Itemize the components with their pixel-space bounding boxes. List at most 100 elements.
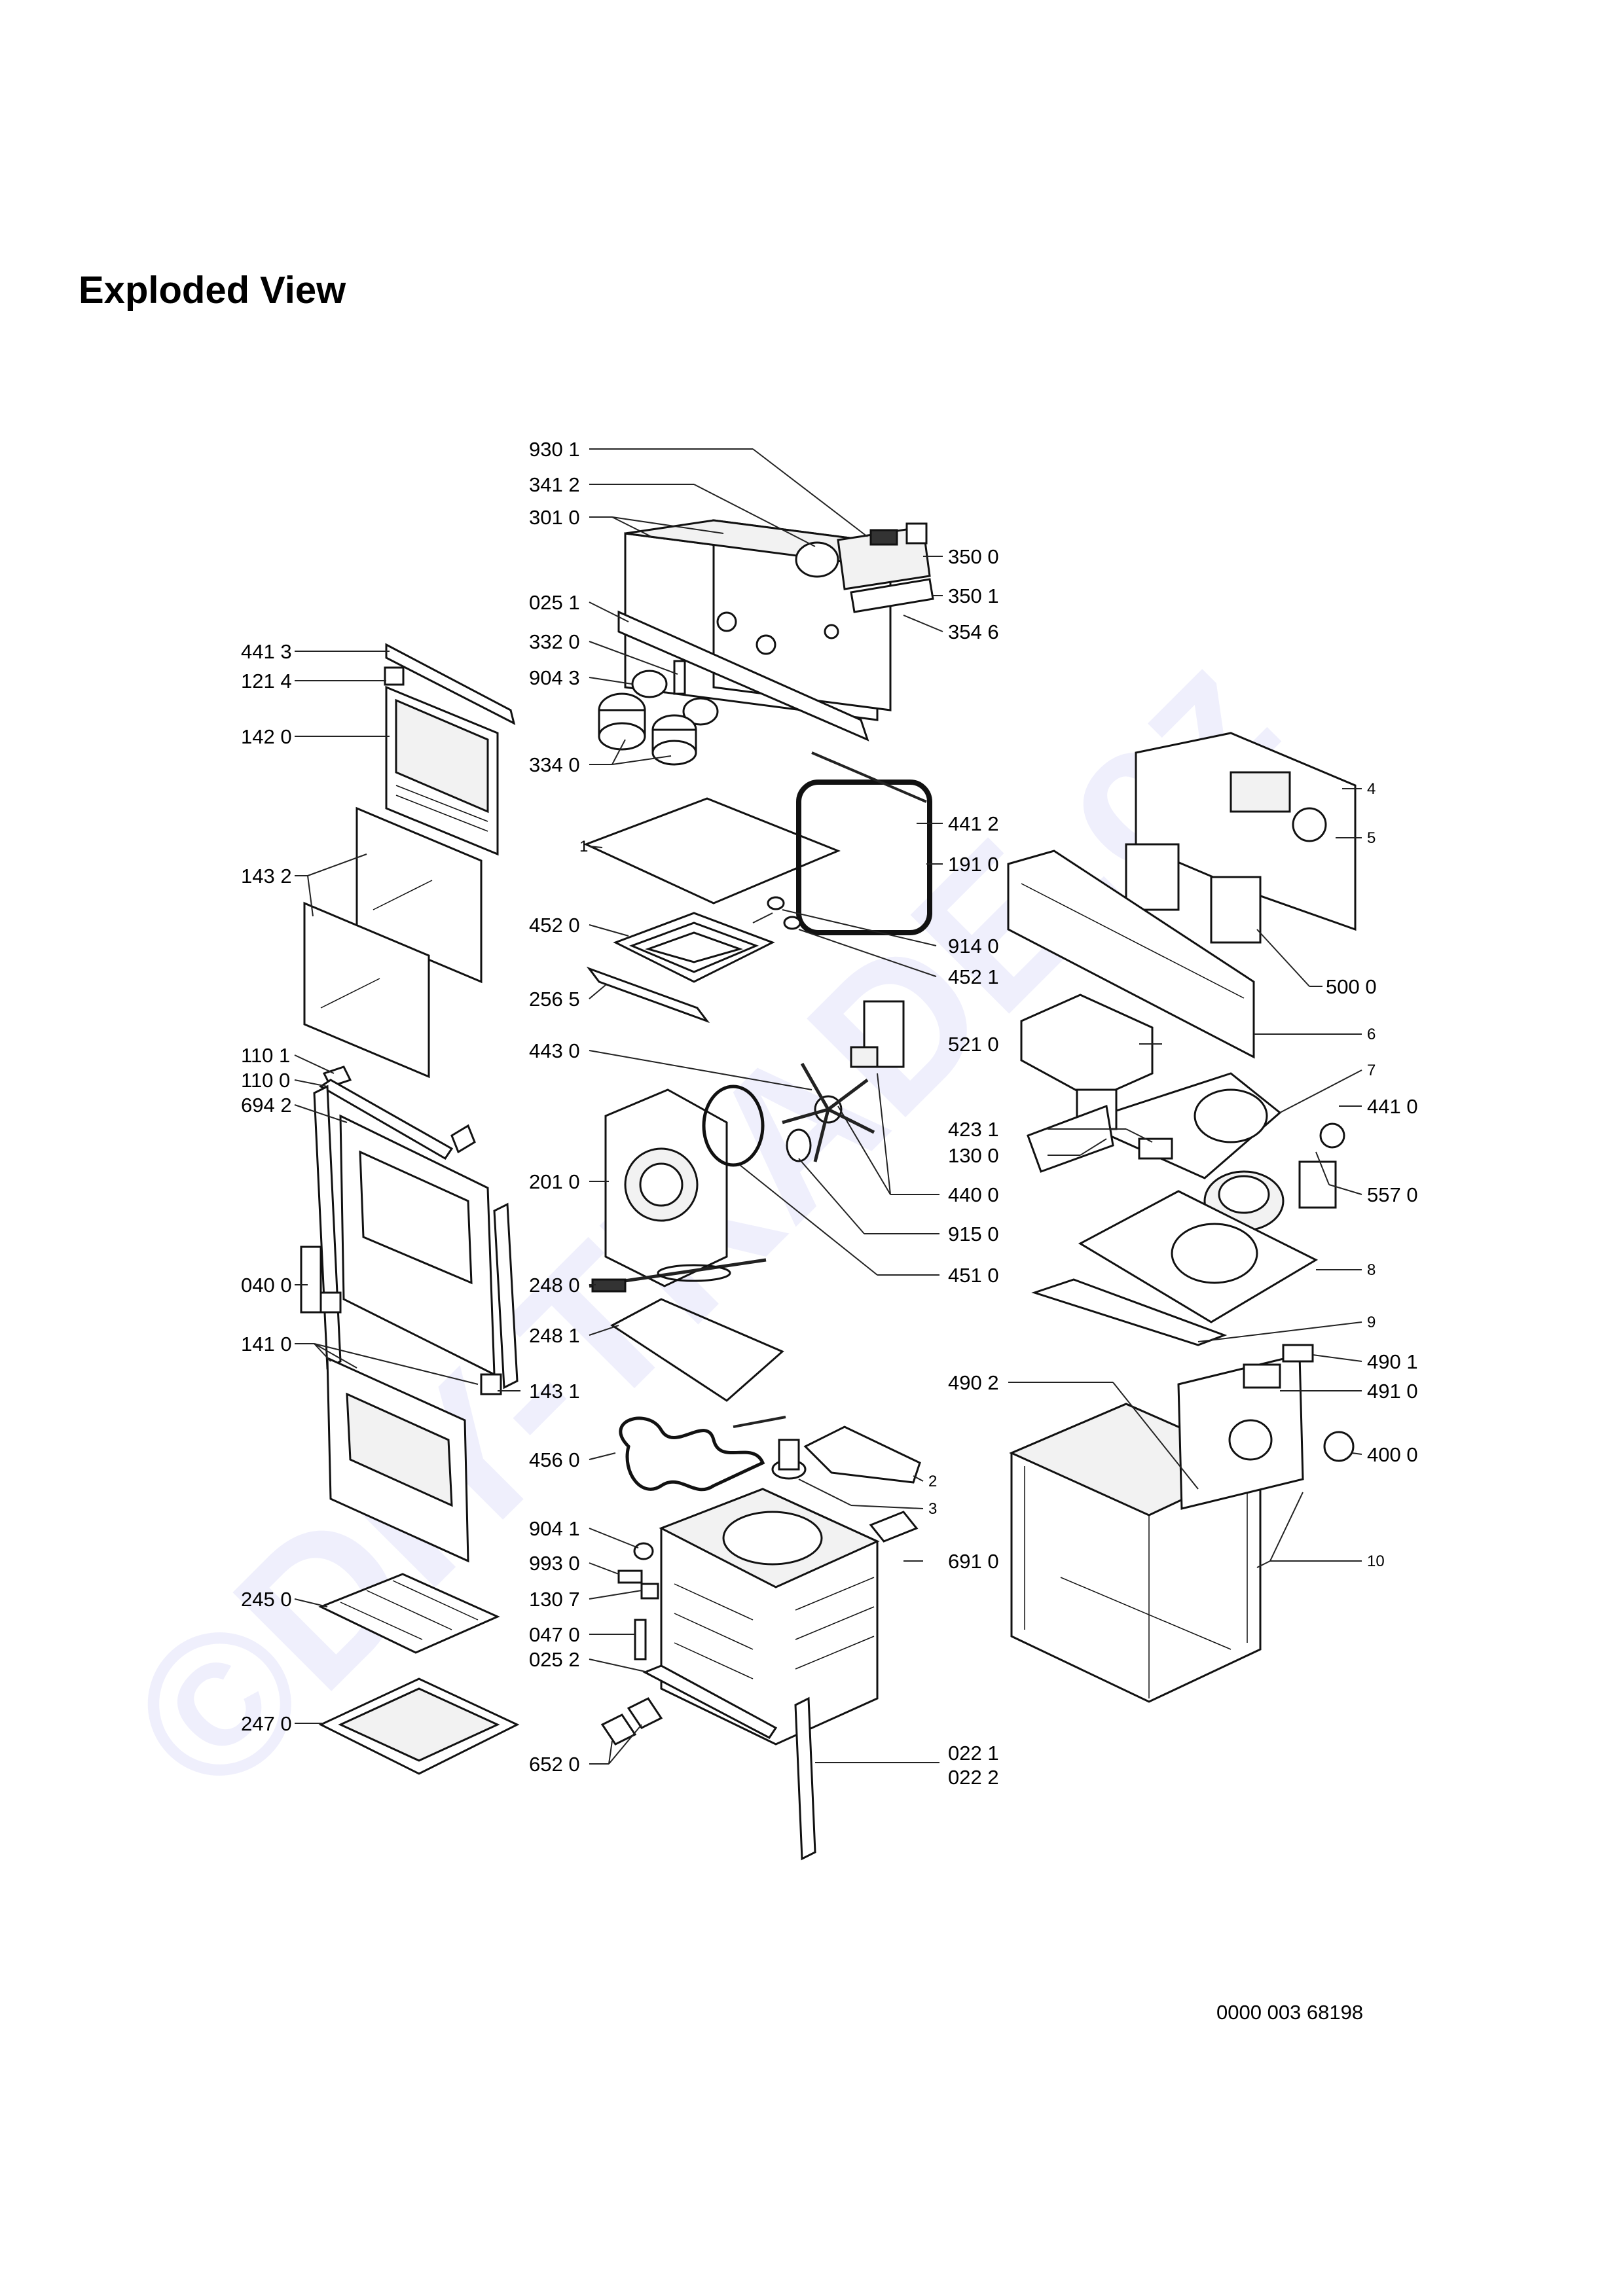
callout-label: 143 1 (529, 1380, 580, 1403)
oven-lamp (617, 1570, 643, 1584)
panel-frame (617, 610, 869, 742)
door-clip (450, 1124, 476, 1154)
fan-blade (782, 1062, 875, 1162)
callout-label: 451 0 (948, 1264, 999, 1287)
callout-label: 047 0 (529, 1623, 580, 1646)
callout-label: 141 0 (241, 1333, 292, 1355)
door-glass (303, 901, 430, 1079)
ring-element (702, 1085, 765, 1167)
callout-label: 423 1 (948, 1118, 999, 1141)
callout-labels: 930 1 341 2 301 0 350 0 350 1 354 6 025 … (241, 438, 1418, 1789)
outer-door (326, 1356, 469, 1563)
callout-label: 4 (1367, 780, 1376, 798)
door-frame (339, 1114, 496, 1376)
callout-label: 247 0 (241, 1712, 292, 1735)
knob-disc (795, 541, 839, 578)
callout-label: 7 (1367, 1062, 1376, 1079)
callout-label: 248 1 (529, 1324, 580, 1347)
callout-label: 334 0 (529, 753, 580, 776)
callout-label: 256 5 (529, 988, 580, 1011)
callout-label: 341 2 (529, 473, 580, 496)
callout-label: 452 0 (529, 914, 580, 937)
hinge-rail (794, 1696, 816, 1861)
callout-label: 6 (1367, 1026, 1376, 1043)
grill-element (613, 912, 775, 983)
inner-door (385, 685, 499, 856)
thermostat (1319, 1122, 1345, 1149)
wire-shelf-guide (610, 1298, 784, 1402)
terminal-block (1243, 1363, 1281, 1389)
callout-label: 490 2 (948, 1371, 999, 1394)
cavity-foot (600, 1697, 663, 1746)
callout-label: 930 1 (529, 438, 580, 461)
callout-label: 9 (1367, 1314, 1376, 1331)
callout-label: 557 0 (1367, 1183, 1418, 1206)
callout-label: 143 2 (241, 865, 292, 888)
cavity-holder (634, 1619, 647, 1660)
callout-label: 915 0 (948, 1223, 999, 1246)
callout-label: 248 0 (529, 1274, 580, 1297)
thermostat-sensor (640, 1583, 659, 1600)
callout-label: 130 0 (948, 1144, 999, 1167)
callout-label: 440 0 (948, 1183, 999, 1206)
document-code: 0000 003 68198 (1216, 2001, 1364, 2024)
meat-probe (589, 1258, 767, 1293)
relay (1138, 1138, 1173, 1160)
grill-nut (767, 896, 785, 910)
timer-unit (1027, 1088, 1118, 1173)
callout-label: 2 (928, 1473, 937, 1490)
callout-label: 904 1 (529, 1517, 580, 1540)
lamp-glass (633, 1542, 654, 1560)
page-title: Exploded View (79, 269, 346, 312)
fan-nut (786, 1128, 812, 1162)
oven-cavity (659, 1488, 880, 1746)
callout-label: 191 0 (948, 853, 999, 876)
mid-plate (1078, 1190, 1319, 1323)
callout-label: 490 1 (1367, 1350, 1418, 1373)
lamp-holder (771, 1439, 807, 1480)
callout-label: 025 2 (529, 1648, 580, 1671)
callout-label: 652 0 (529, 1753, 580, 1776)
door-hinge-clip (384, 666, 405, 686)
callout-label: 022 1 (948, 1742, 999, 1765)
callout-label: 441 0 (1367, 1095, 1418, 1118)
fan-cover (604, 1088, 728, 1287)
callout-label: 10 (1367, 1552, 1385, 1570)
callout-label: 201 0 (529, 1170, 580, 1193)
callout-label: 130 7 (529, 1588, 580, 1611)
cable-clamp (1282, 1344, 1314, 1363)
callout-label: 694 2 (241, 1094, 292, 1117)
callout-label: 8 (1367, 1261, 1376, 1279)
rear-panel (1177, 1354, 1304, 1510)
seal-wire (811, 751, 927, 803)
door-bar (319, 1079, 454, 1160)
callout-label: 022 2 (948, 1766, 999, 1789)
lamp-cover (869, 1511, 919, 1543)
callout-label: 142 0 (241, 725, 292, 748)
grill-shield (586, 966, 710, 1024)
callout-label: 332 0 (529, 630, 580, 653)
callout-label: 914 0 (948, 935, 999, 958)
callout-label: 301 0 (529, 506, 580, 529)
front-trim (642, 1664, 778, 1739)
callout-label: 245 0 (241, 1588, 292, 1611)
callout-label: 110 1 (241, 1044, 290, 1067)
hinge-block (319, 1291, 342, 1314)
display-board (837, 522, 934, 613)
knob (598, 692, 646, 751)
callout-label: 904 3 (529, 666, 580, 689)
knob (651, 714, 697, 766)
front-strip (1031, 1278, 1228, 1346)
callout-label: 491 0 (1367, 1380, 1418, 1403)
door-side-profile (313, 1085, 342, 1370)
callout-label: 521 0 (948, 1033, 999, 1056)
callout-label: 025 1 (529, 591, 580, 614)
callout-label: 441 3 (241, 640, 292, 663)
callout-label: 121 4 (241, 670, 292, 692)
leader-lines (294, 448, 1362, 1765)
callout-label: 040 0 (241, 1274, 292, 1297)
callout-label: 110 0 (241, 1069, 290, 1092)
door-side-profile (493, 1202, 519, 1390)
